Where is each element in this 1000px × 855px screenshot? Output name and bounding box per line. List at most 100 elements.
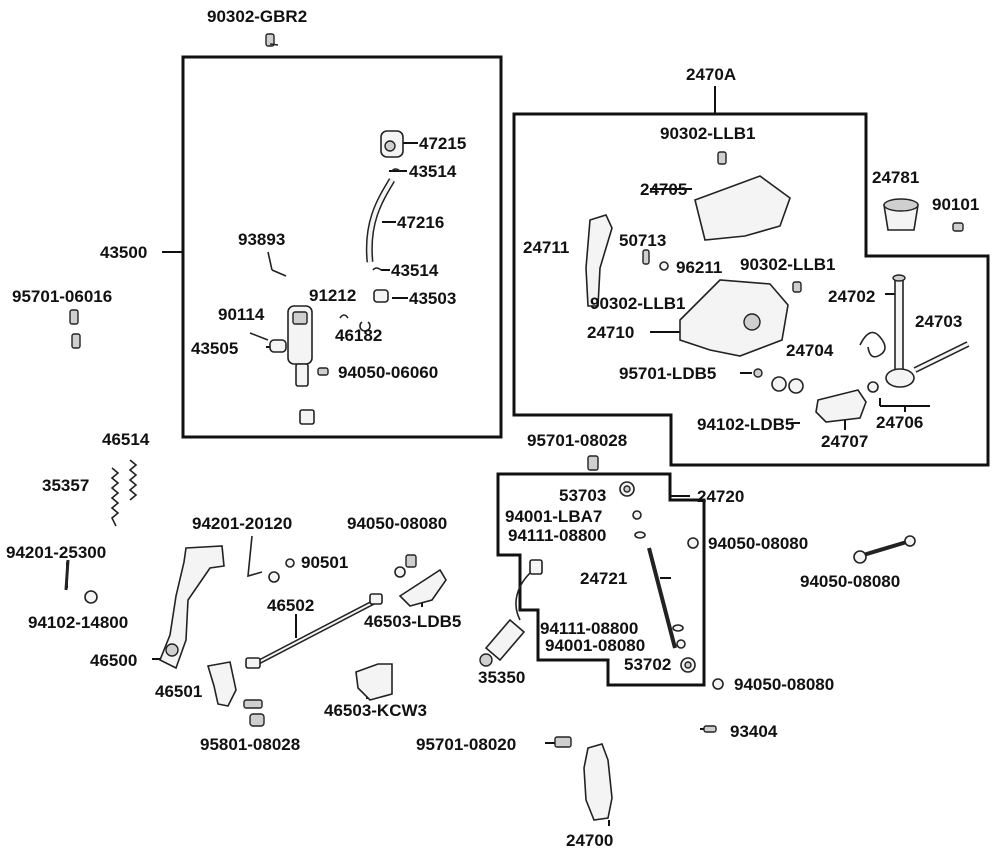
rod-46502 xyxy=(245,593,383,669)
pin-50713 xyxy=(642,249,650,265)
label-24704: 24704 xyxy=(786,341,834,360)
label-90302-llb1-a: 90302-LLB1 xyxy=(660,124,755,143)
bracket-46503-ldb5 xyxy=(398,568,447,607)
cover-24705 xyxy=(694,175,791,241)
lever-24700 xyxy=(583,743,613,821)
plate-24710-hole xyxy=(743,313,761,331)
ring-46182 xyxy=(359,321,371,332)
spring-35357 xyxy=(110,467,120,527)
group-box-43500 xyxy=(181,55,503,439)
label-90302-llb1-c: 90302-LLB1 xyxy=(590,294,685,313)
washer-90501-b xyxy=(285,558,295,568)
label-43503: 43503 xyxy=(409,289,456,308)
bolt-94050-06060 xyxy=(317,367,329,376)
label-24705: 24705 xyxy=(640,180,687,199)
label-46503-ldb5: 46503-LDB5 xyxy=(364,612,461,631)
nut-94050-08080-a xyxy=(394,566,406,578)
label-50713: 50713 xyxy=(619,231,666,250)
label-95701-06016: 95701-06016 xyxy=(12,287,112,306)
label-90101: 90101 xyxy=(932,195,979,214)
label-47215: 47215 xyxy=(419,134,466,153)
label-35350: 35350 xyxy=(478,668,525,687)
leader-lines xyxy=(66,86,930,826)
nut-94050-08080-b xyxy=(687,537,699,549)
label-93404: 93404 xyxy=(730,722,778,741)
washer-96211 xyxy=(659,261,669,271)
label-24710: 24710 xyxy=(587,323,634,342)
pin-94201-25300 xyxy=(64,559,70,591)
washer-94001-lba7 xyxy=(632,510,642,520)
part-53703 xyxy=(619,481,635,497)
boot-43505 xyxy=(249,332,287,353)
brake-pedal-46500 xyxy=(158,545,225,670)
part-53702 xyxy=(680,657,696,673)
label-94102-ldb5: 94102-LDB5 xyxy=(697,415,794,434)
part-labels: 90302-GBR2 43500 47215 43514 47216 93893… xyxy=(6,7,979,850)
label-93893: 93893 xyxy=(238,230,285,249)
label-53702: 53702 xyxy=(624,655,671,674)
label-43505: 43505 xyxy=(191,339,238,358)
label-24707: 24707 xyxy=(821,432,868,451)
label-43500: 43500 xyxy=(100,243,147,262)
pin-94201-20120 xyxy=(247,535,263,578)
shaft-24702 xyxy=(892,274,906,375)
label-94001-lba7: 94001-LBA7 xyxy=(505,507,602,526)
connector-35350 xyxy=(529,559,543,575)
bolts-95701-06016 xyxy=(69,309,81,349)
master-cylinder-body xyxy=(287,305,315,425)
group-box-24720 xyxy=(496,472,706,687)
bolts-95801-08028 xyxy=(243,699,265,727)
label-24703: 24703 xyxy=(915,312,962,331)
clip-43514-upper xyxy=(391,168,401,172)
label-46503-kcw3: 46503-KCW3 xyxy=(324,701,427,720)
collar-24707 xyxy=(867,381,879,393)
label-46501: 46501 xyxy=(155,682,202,701)
label-46502: 46502 xyxy=(267,596,314,615)
bracket-24707 xyxy=(815,389,867,423)
nut-94050-08080-d xyxy=(712,678,724,690)
washer-94001-08080 xyxy=(676,639,686,649)
switch-35350 xyxy=(479,618,526,667)
label-24706: 24706 xyxy=(876,413,923,432)
label-94001-08080: 94001-08080 xyxy=(545,636,645,655)
washer-90501 xyxy=(268,571,280,583)
bolt-90302-llb1-right xyxy=(792,281,802,293)
label-47216: 47216 xyxy=(397,213,444,232)
shaft-24703 xyxy=(913,341,970,373)
label-53703: 53703 xyxy=(559,486,606,505)
label-94102-14800: 94102-14800 xyxy=(28,613,128,632)
label-90302-gbr2: 90302-GBR2 xyxy=(207,7,307,26)
hose-47216-inner xyxy=(367,178,394,263)
label-43514-b: 43514 xyxy=(391,261,439,280)
bolt-95701-08028 xyxy=(587,455,599,471)
label-35357: 35357 xyxy=(42,476,89,495)
label-24781: 24781 xyxy=(872,168,919,187)
pedal-pivot xyxy=(165,643,179,657)
label-95701-ldb5: 95701-LDB5 xyxy=(619,364,716,383)
bolt-90302-llb1-top xyxy=(717,151,727,165)
bolt-95701-08020 xyxy=(554,736,572,748)
bolt-95701-ldb5 xyxy=(753,368,763,378)
label-46514: 46514 xyxy=(102,430,150,449)
pin-93893 xyxy=(267,251,287,277)
bolt-90101 xyxy=(952,222,964,232)
arm-24711 xyxy=(585,214,613,307)
label-24720: 24720 xyxy=(697,487,744,506)
reservoir-47215 xyxy=(380,130,404,158)
bushing-24706 xyxy=(885,368,915,388)
label-90302-llb1-b: 90302-LLB1 xyxy=(740,255,835,274)
label-95801-08028: 95801-08028 xyxy=(200,735,300,754)
label-94111-08800-a: 94111-08800 xyxy=(508,526,606,545)
bolt-90302-gbr2 xyxy=(265,33,279,47)
bolt-94050-08080-c xyxy=(853,535,916,564)
label-24702: 24702 xyxy=(828,287,875,306)
label-95701-08020: 95701-08020 xyxy=(416,735,516,754)
label-24700: 24700 xyxy=(566,831,613,850)
label-46500: 46500 xyxy=(90,651,137,670)
fitting-43503 xyxy=(373,289,389,303)
label-96211: 96211 xyxy=(676,258,722,277)
label-94050-08080-a: 94050-08080 xyxy=(347,514,447,533)
clip-43514-lower xyxy=(372,267,382,271)
label-24721: 24721 xyxy=(580,569,627,588)
